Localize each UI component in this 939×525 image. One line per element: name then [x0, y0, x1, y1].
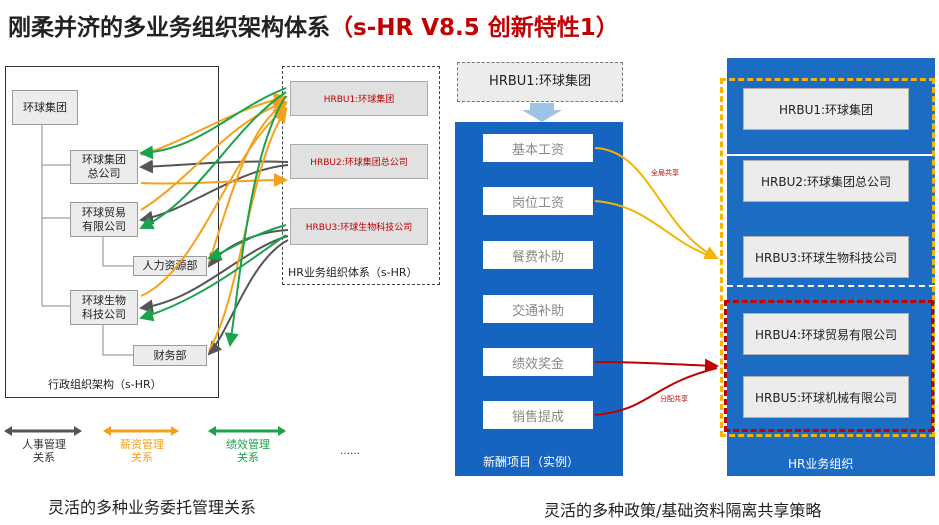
right-top-hrbu1[interactable]: HRBU1:环球集团	[457, 62, 623, 102]
salary-item-base[interactable]: 基本工资	[483, 134, 593, 162]
legend-salary: 薪资管理关系	[118, 438, 166, 464]
global-share-scope	[720, 78, 935, 437]
admin-caption: 行政组织架构（s-HR）	[48, 378, 162, 391]
salary-item-meal[interactable]: 餐费补助	[483, 241, 593, 269]
admin-node-group[interactable]: 环球集团	[12, 90, 78, 125]
admin-node-biotech[interactable]: 环球生物科技公司	[70, 290, 138, 325]
hr-units-divider-1	[727, 154, 935, 156]
legend-performance: 绩效管理关系	[224, 438, 272, 464]
hr-units-caption: HR业务组织	[788, 457, 854, 471]
admin-node-hq[interactable]: 环球集团总公司	[70, 150, 138, 184]
hr-unit-right-5[interactable]: HRBU5:环球机械有限公司	[743, 376, 909, 418]
hr-unit-1[interactable]: HRBU1:环球集团	[290, 81, 428, 116]
title-accent: （s-HR V8.5 创新特性1）	[330, 15, 619, 41]
assigned-share-label: 分配共享	[660, 395, 688, 403]
admin-node-trade-label: 环球贸易有限公司	[82, 205, 126, 233]
hr-org-caption: HR业务组织体系（s-HR）	[288, 266, 418, 279]
salary-item-sales[interactable]: 销售提成	[483, 401, 593, 429]
hr-unit-2[interactable]: HRBU2:环球集团总公司	[290, 144, 428, 179]
salary-item-position[interactable]: 岗位工资	[483, 187, 593, 215]
admin-node-trade[interactable]: 环球贸易有限公司	[70, 202, 138, 237]
admin-node-hr-dept[interactable]: 人力资源部	[133, 256, 207, 276]
hr-unit-right-3[interactable]: HRBU3:环球生物科技公司	[743, 236, 909, 278]
salary-item-transport[interactable]: 交通补助	[483, 295, 593, 323]
legend-personnel: 人事管理关系	[20, 438, 68, 464]
hr-unit-3[interactable]: HRBU3:环球生物科技公司	[290, 208, 428, 245]
title-main: 刚柔并济的多业务组织架构体系	[8, 15, 330, 41]
right-bottom-caption: 灵活的多种政策/基础资料隔离共享策略	[544, 501, 822, 520]
admin-node-hq-label: 环球集团总公司	[82, 153, 126, 180]
salary-item-performance[interactable]: 绩效奖金	[483, 348, 593, 376]
hr-unit-right-4[interactable]: HRBU4:环球贸易有限公司	[743, 313, 909, 355]
assigned-share-scope	[724, 300, 934, 432]
legend-salary-label: 薪资管理关系	[120, 438, 164, 464]
left-bottom-caption: 灵活的多种业务委托管理关系	[48, 498, 257, 517]
legend-personnel-label: 人事管理关系	[22, 438, 66, 464]
global-share-label: 全局共享	[651, 169, 679, 177]
admin-node-finance[interactable]: 财务部	[133, 345, 207, 366]
admin-node-biotech-label: 环球生物科技公司	[82, 293, 126, 321]
hr-unit-right-2[interactable]: HRBU2:环球集团总公司	[743, 160, 909, 202]
legend-performance-label: 绩效管理关系	[226, 438, 270, 464]
hr-unit-right-1[interactable]: HRBU1:环球集团	[743, 88, 909, 130]
salary-items-caption: 新酬项目（实例）	[483, 455, 580, 469]
hr-units-divider-2	[727, 285, 935, 287]
legend-more: ……	[340, 446, 360, 457]
page-title: 刚柔并济的多业务组织架构体系（s-HR V8.5 创新特性1）	[8, 8, 619, 42]
